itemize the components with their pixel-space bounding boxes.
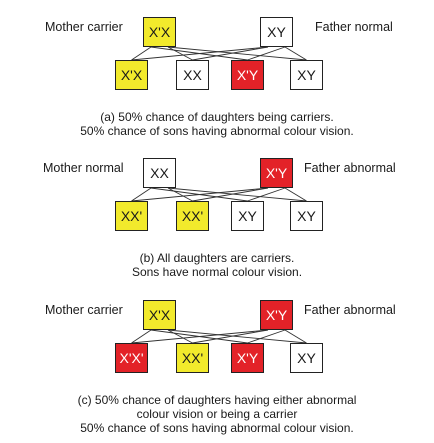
cross-line-c-7	[284, 329, 307, 344]
caption-a-line-1: (a) 50% chance of daughters being carrie…	[100, 110, 334, 124]
father-label-c: Father abnormal	[304, 303, 396, 317]
cross-line-c-2	[167, 329, 193, 344]
offspring-box-b-3: XY	[231, 201, 264, 231]
offspring-box-a-1: X'X	[115, 60, 148, 90]
mother-label-a: Mother carrier	[45, 20, 123, 34]
cross-line-c-3	[167, 329, 307, 344]
caption-c-line-2: colour vision or being a carrier	[136, 407, 298, 421]
offspring-box-c-2-genotype: XX'	[181, 350, 204, 366]
mother-box-c: X'X	[143, 300, 176, 330]
offspring-box-a-3-genotype: X'Y	[236, 67, 259, 83]
mother-box-a-genotype: X'X	[148, 24, 171, 40]
caption-c-line-3: 50% chance of sons having abnormal colou…	[80, 421, 354, 435]
offspring-box-a-3: X'Y	[231, 60, 264, 90]
cross-line-a-6	[247, 46, 286, 61]
offspring-box-c-4: XY	[290, 343, 323, 373]
offspring-box-b-2-genotype: XX'	[181, 208, 204, 224]
cross-line-b-7	[284, 187, 307, 202]
father-box-a-genotype: XY	[267, 24, 286, 40]
mother-box-b: XX	[143, 158, 176, 188]
offspring-box-a-2: XX	[176, 60, 209, 90]
mother-box-c-genotype: X'X	[148, 307, 171, 323]
offspring-box-b-4-genotype: XY	[297, 208, 316, 224]
cross-line-a-0	[131, 46, 152, 61]
cross-line-a-5	[192, 46, 269, 61]
offspring-box-c-3: X'Y	[231, 343, 264, 373]
father-box-b-genotype: X'Y	[265, 165, 288, 181]
mother-label-c: Mother carrier	[45, 303, 123, 317]
cross-line-a-2	[167, 46, 193, 61]
cross-line-a-7	[284, 46, 307, 61]
offspring-box-a-4: XY	[290, 60, 323, 90]
cross-line-b-2	[167, 187, 193, 202]
father-label-b: Father abnormal	[304, 161, 396, 175]
cross-line-a-4	[131, 46, 269, 61]
cross-line-b-5	[192, 187, 269, 202]
mother-box-a: X'X	[143, 17, 176, 47]
offspring-box-c-4-genotype: XY	[297, 350, 316, 366]
father-label-a: Father normal	[315, 20, 393, 34]
cross-line-c-6	[247, 329, 286, 344]
offspring-box-a-1-genotype: X'X	[120, 67, 143, 83]
father-box-c: X'Y	[260, 300, 293, 330]
offspring-box-b-2: XX'	[176, 201, 209, 231]
cross-line-b-6	[247, 187, 286, 202]
offspring-box-b-4: XY	[290, 201, 323, 231]
offspring-box-c-3-genotype: X'Y	[236, 350, 259, 366]
offspring-box-a-2-genotype: XX	[183, 67, 202, 83]
offspring-box-a-4-genotype: XY	[297, 67, 316, 83]
cross-line-b-3	[167, 187, 307, 202]
offspring-box-b-1: XX'	[115, 201, 148, 231]
offspring-box-c-1-genotype: X'X'	[119, 350, 144, 366]
caption-b: (b) All daughters are carriers.Sons have…	[40, 251, 394, 279]
cross-line-b-0	[131, 187, 152, 202]
mother-label-b: Mother normal	[43, 161, 124, 175]
cross-line-a-3	[167, 46, 307, 61]
cross-line-c-5	[192, 329, 269, 344]
father-box-a: XY	[260, 17, 293, 47]
caption-a-line-2: 50% chance of sons having abnormal colou…	[80, 124, 354, 138]
offspring-box-b-3-genotype: XY	[238, 208, 257, 224]
offspring-box-c-1: X'X'	[115, 343, 148, 373]
caption-b-line-1: (b) All daughters are carriers.	[139, 251, 295, 265]
caption-c-line-1: (c) 50% chance of daughters having eithe…	[77, 393, 357, 407]
offspring-box-b-1-genotype: XX'	[120, 208, 143, 224]
father-box-b: X'Y	[260, 158, 293, 188]
father-box-c-genotype: X'Y	[265, 307, 288, 323]
cross-line-c-4	[131, 329, 269, 344]
offspring-box-c-2: XX'	[176, 343, 209, 373]
cross-line-b-4	[131, 187, 269, 202]
caption-c: (c) 50% chance of daughters having eithe…	[40, 393, 394, 435]
caption-b-line-2: Sons have normal colour vision.	[131, 265, 303, 279]
cross-line-c-0	[131, 329, 152, 344]
mother-box-b-genotype: XX	[150, 165, 169, 181]
caption-a: (a) 50% chance of daughters being carrie…	[40, 110, 394, 138]
